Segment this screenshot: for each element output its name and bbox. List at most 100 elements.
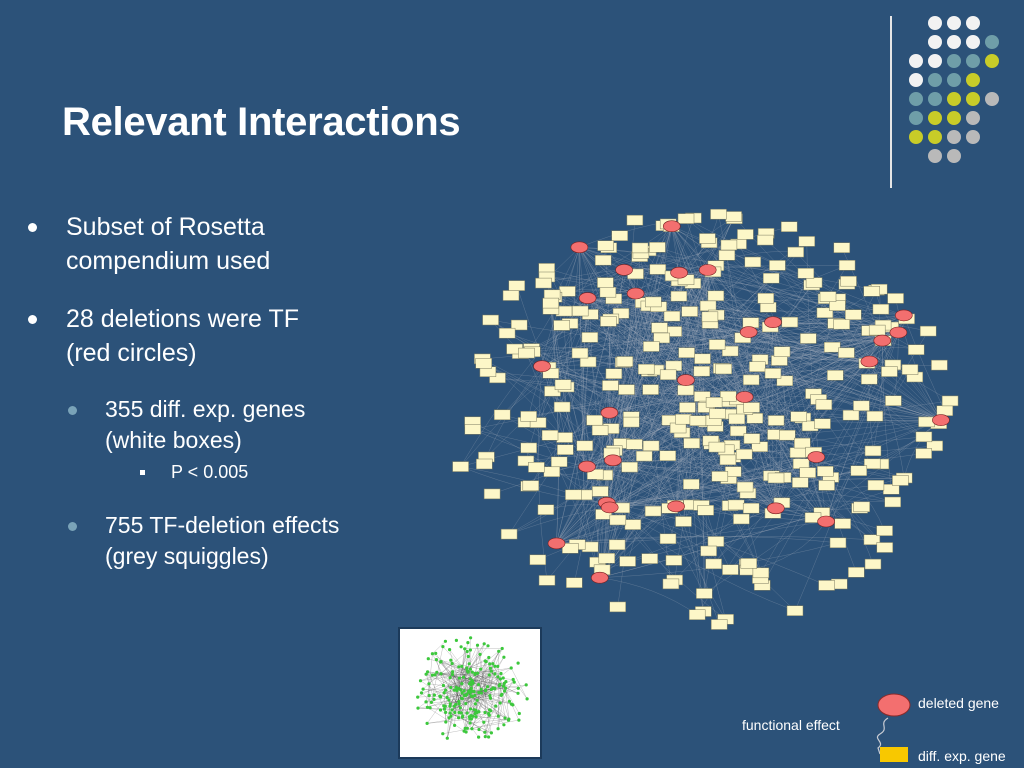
effect-edge [825,318,907,522]
interaction-network-graph [452,208,959,630]
thumbnail-node [497,684,501,688]
diff-exp-gene-box [611,230,628,241]
thumbnail-node [463,726,467,730]
decor-dot [966,73,980,87]
deleted-gene-circle [817,515,835,528]
diff-exp-gene-box [838,347,855,359]
thumbnail-node [467,689,471,693]
diff-exp-gene-box [722,564,739,575]
thumbnail-node [444,688,448,692]
diff-exp-gene-box [708,441,726,453]
diff-exp-gene-box [746,413,764,424]
thumbnail-edge [454,667,512,713]
effect-edge [612,460,893,503]
diff-exp-gene-box [941,395,959,407]
thumbnail-node [463,647,467,651]
diff-exp-gene-box [742,374,760,386]
thumbnail-node [470,670,474,674]
diff-exp-gene-box [598,553,616,564]
diff-exp-gene-box [936,405,954,416]
thumbnail-node [448,676,452,680]
thumbnail-node [442,691,446,695]
thumbnail-node [476,671,480,675]
thumbnail-node [502,655,506,659]
thumbnail-node [425,705,429,709]
bullet-text: (red circles) [66,339,197,367]
diff-exp-gene-box [829,300,846,311]
thumbnail-edge [466,710,491,733]
diff-exp-gene-box [707,536,725,547]
diff-exp-gene-box [498,327,516,339]
effect-edge [599,283,694,578]
thumbnail-edge [470,718,509,724]
diff-exp-gene-box [786,605,804,616]
diff-exp-gene-box [642,384,659,395]
thumbnail-node [525,697,529,701]
diff-exp-gene-box [618,384,635,395]
diff-exp-gene-box [705,397,723,408]
effect-edge [671,226,707,408]
thumbnail-edge [463,677,469,692]
diff-exp-gene-box [489,372,506,384]
thumbnail-edge [427,707,467,733]
thumbnail-node [448,704,452,708]
thumbnail-node [460,664,464,668]
effect-edge [472,421,610,508]
diff-exp-gene-box [537,504,555,515]
diff-exp-gene-box [688,609,706,620]
diff-exp-gene-box [787,246,804,258]
thumbnail-node [457,665,461,669]
effect-edge [679,251,796,273]
diff-exp-gene-box [744,256,762,268]
thumbnail-node [465,669,469,673]
diff-exp-gene-box [571,305,589,317]
decor-dot [928,16,942,30]
diff-exp-gene-box [599,286,617,298]
diff-exp-gene-box [645,296,662,308]
decor-dot [928,35,942,49]
diff-exp-gene-box [710,619,728,630]
effect-edge [685,379,772,476]
decor-dot [985,92,999,106]
diff-exp-gene-box [866,410,884,422]
diff-exp-gene-box [718,250,736,261]
sub-bullet-text: 755 TF-deletion effects [105,512,340,538]
thumbnail-node [469,694,473,698]
thumbnail-node [511,677,515,682]
thumbnail-node [483,730,487,734]
decor-dot-grid [905,12,1024,172]
thumbnail-node [452,704,456,708]
effect-edge [825,369,911,522]
deleted-gene-circle [600,501,619,514]
diff-exp-gene-box [872,303,890,315]
thumbnail-node [507,717,511,721]
diff-exp-gene-box [823,341,841,353]
effect-edge [553,297,749,333]
diff-exp-gene-box [669,422,687,434]
thumbnail-node [416,695,420,699]
effect-edge [483,363,614,461]
diff-exp-gene-box [619,556,636,567]
diff-exp-gene-box [720,391,737,402]
thumbnail-edge [462,698,509,720]
diff-exp-gene-box [528,462,545,473]
diff-exp-gene-box [848,567,865,578]
effect-edge [599,577,698,615]
decor-dot [928,130,942,144]
diff-exp-gene-box [659,450,677,461]
diff-exp-gene-box [884,496,901,508]
thumbnail-edge [497,676,520,714]
diff-exp-gene-box [736,481,754,493]
diff-exp-gene-box [708,339,726,350]
diff-exp-gene-box [508,280,526,291]
diff-exp-gene-box [876,525,893,536]
diff-exp-gene-box [700,545,717,557]
diff-exp-gene-box [733,513,750,525]
diff-exp-gene-box [696,588,713,599]
deleted-gene-circle [739,326,758,338]
deleted-gene-circle [932,414,950,426]
thumbnail-edge [452,674,506,719]
decor-dot [966,130,980,144]
diff-exp-gene-box [542,297,559,309]
diff-exp-gene-box [901,364,919,375]
